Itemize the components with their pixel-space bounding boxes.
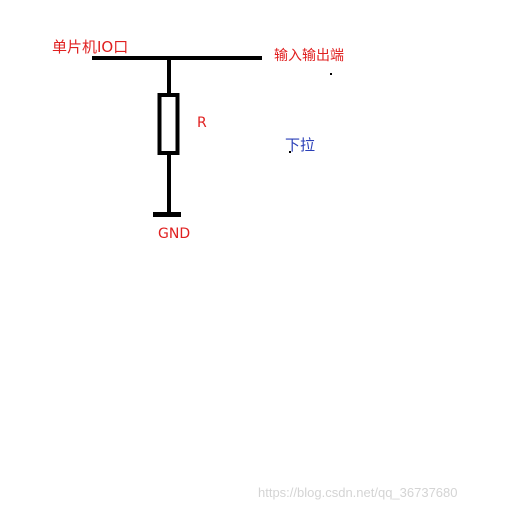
stray-dot (289, 151, 291, 153)
resistor-body (157, 93, 180, 155)
stray-dot (330, 73, 332, 75)
pull-down-label: 下拉 (285, 136, 316, 154)
resistor-label: R (197, 115, 207, 131)
io-terminal-label: 输入输出端 (274, 48, 344, 64)
io-port-label: 单片机IO口 (52, 38, 129, 56)
ground-label: GND (158, 226, 191, 242)
watermark-text: https://blog.csdn.net/qq_36737680 (258, 485, 458, 500)
